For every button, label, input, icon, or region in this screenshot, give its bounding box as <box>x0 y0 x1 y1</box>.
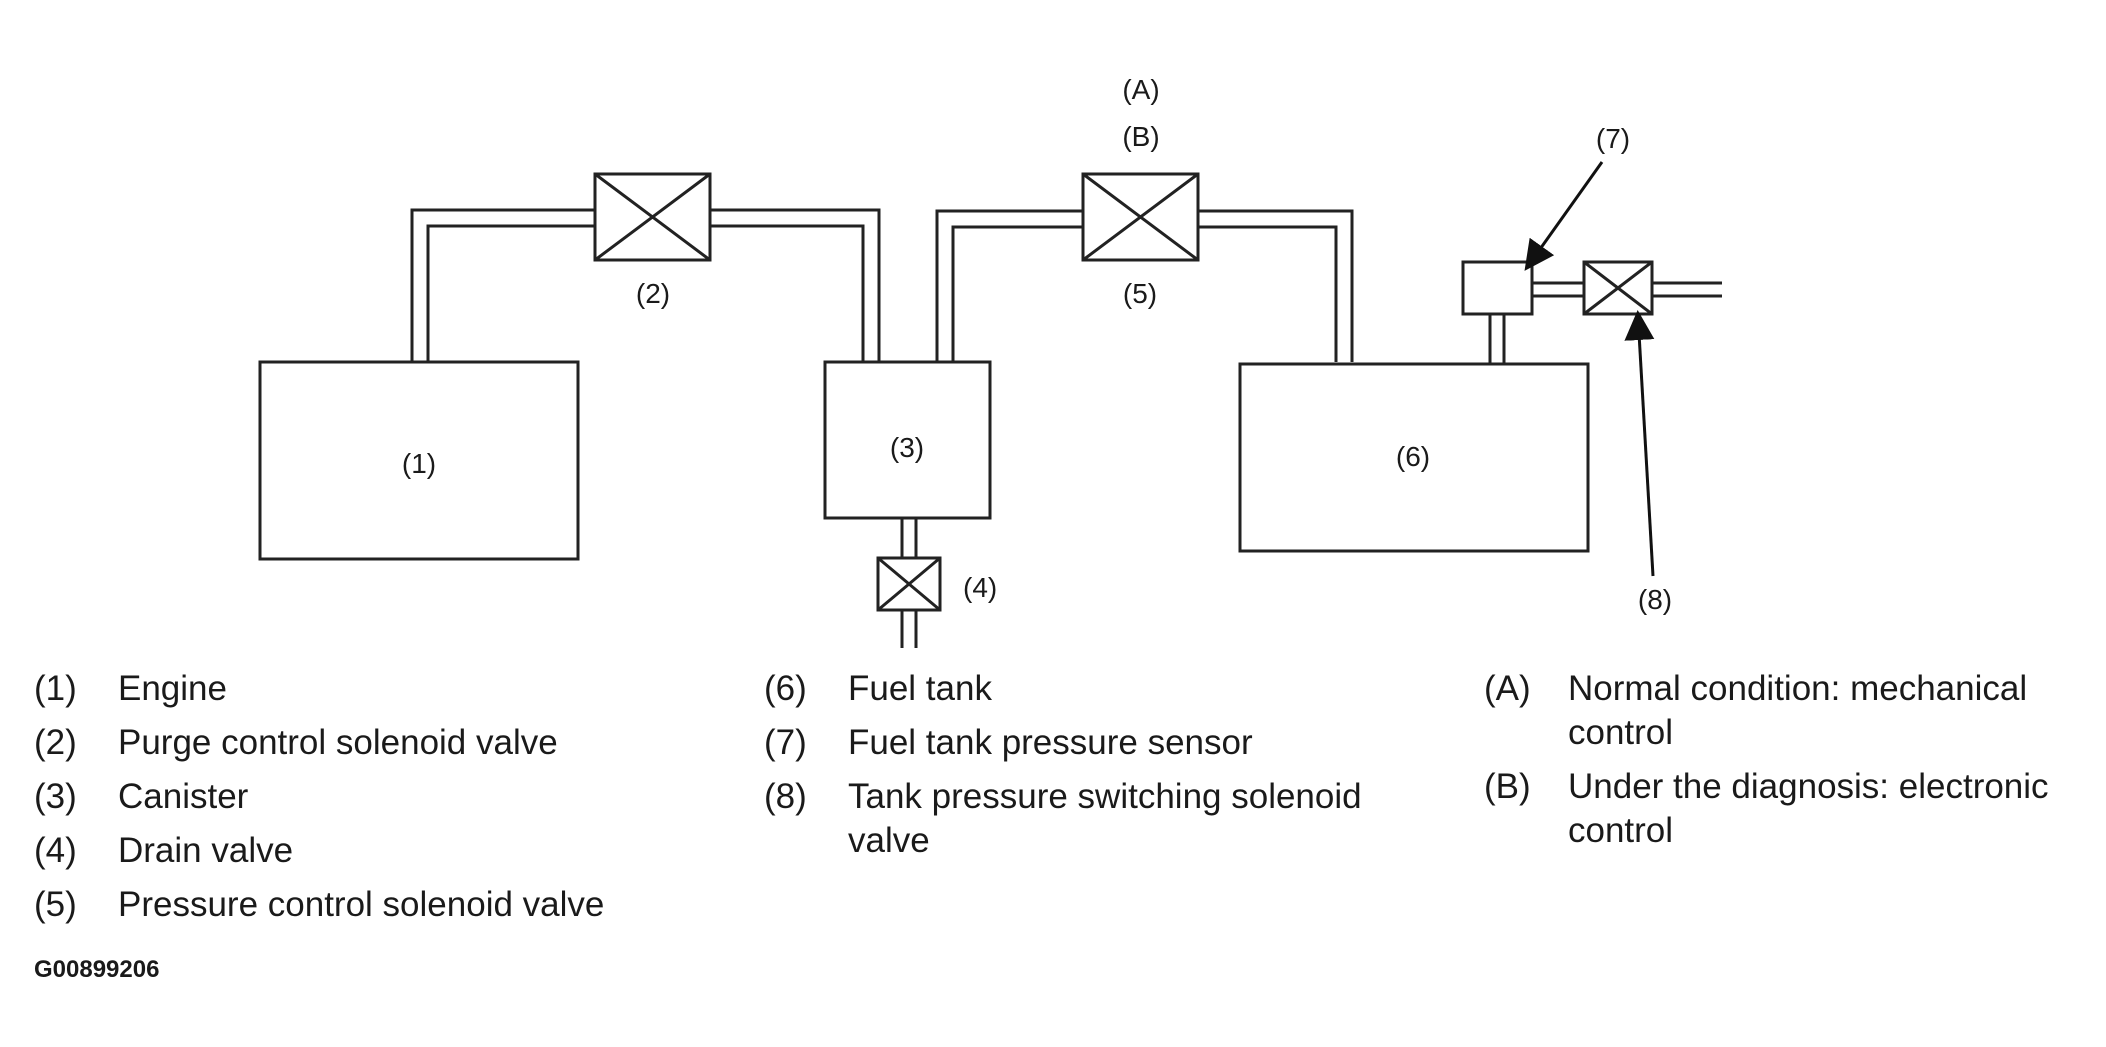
legend-text: Under the diagnosis: electronic control <box>1568 767 2049 850</box>
legend-item-condition-a: (A) Normal condition: mechanical control <box>1484 667 2064 755</box>
pipe-drain <box>900 518 918 648</box>
legend-key: (5) <box>34 885 77 924</box>
legend-item-purge-valve: (2) Purge control solenoid valve <box>34 721 734 765</box>
legend-item-fuel-tank: (6) Fuel tank <box>764 667 1434 711</box>
legend-item-pressure-sensor: (7) Fuel tank pressure sensor <box>764 721 1434 765</box>
legend-column-3: (A) Normal condition: mechanical control… <box>1484 667 2064 863</box>
pressure-sensor-label: (7) <box>1596 123 1630 154</box>
pipe-tank-sensor <box>1488 314 1506 364</box>
legend-item-engine: (1) Engine <box>34 667 734 711</box>
fuel-tank-box <box>1238 362 1590 553</box>
legend-key: (7) <box>764 723 807 762</box>
legend-text: Fuel tank <box>848 669 992 708</box>
engine-label: (1) <box>402 448 436 479</box>
pressure-valve-label: (5) <box>1123 278 1157 309</box>
legend-text: Engine <box>118 669 227 708</box>
drain-valve <box>876 556 942 612</box>
legend-text: Pressure control solenoid valve <box>118 885 605 924</box>
legend-key: (8) <box>764 777 807 816</box>
legend-item-switching-valve: (8) Tank pressure switching solenoid val… <box>764 775 1434 863</box>
legend-item-canister: (3) Canister <box>34 775 734 819</box>
figure-id: G00899206 <box>34 956 160 983</box>
purge-valve-label: (2) <box>636 278 670 309</box>
legend-item-pressure-valve: (5) Pressure control solenoid valve <box>34 883 734 927</box>
condition-b-label: (B) <box>1122 121 1159 152</box>
switching-valve-label: (8) <box>1638 584 1672 615</box>
pipe-sensor-switching <box>1532 281 1722 298</box>
condition-a-label: (A) <box>1122 74 1159 105</box>
purge-control-solenoid-valve <box>593 172 712 262</box>
fuel-tank-label: (6) <box>1396 441 1430 472</box>
engine-box <box>258 360 580 561</box>
legend-item-condition-b: (B) Under the diagnosis: electronic cont… <box>1484 765 2064 853</box>
legend-text: Purge control solenoid valve <box>118 723 558 762</box>
pipe-canister-tank <box>935 209 1354 362</box>
legend-text: Drain valve <box>118 831 294 870</box>
legend-text: Normal condition: mechanical control <box>1568 669 2028 752</box>
legend-key: (B) <box>1484 767 1531 806</box>
legend-key: (1) <box>34 669 77 708</box>
pressure-control-solenoid-valve <box>1081 172 1200 262</box>
legend-key: (A) <box>1484 669 1531 708</box>
legend-column-1: (1) Engine (2) Purge control solenoid va… <box>34 667 734 937</box>
legend-key: (3) <box>34 777 77 816</box>
switching-valve-pointer-arrow <box>1624 310 1655 577</box>
legend-column-2: (6) Fuel tank (7) Fuel tank pressure sen… <box>764 667 1434 873</box>
legend-key: (6) <box>764 669 807 708</box>
canister-box <box>823 360 992 520</box>
legend-text: Tank pressure switching solenoid valve <box>848 777 1362 860</box>
legend-key: (2) <box>34 723 77 762</box>
legend-text: Canister <box>118 777 249 816</box>
tank-pressure-switching-solenoid-valve <box>1582 260 1654 316</box>
legend-key: (4) <box>34 831 77 870</box>
legend-text: Fuel tank pressure sensor <box>848 723 1253 762</box>
evap-system-diagram: (1) (2) (3) (4) (A) (B) (5) (6) (7) (8) <box>258 74 1722 648</box>
drain-valve-label: (4) <box>963 572 997 603</box>
canister-label: (3) <box>890 432 924 463</box>
sensor-pointer-arrow <box>1524 161 1604 271</box>
pressure-sensor-box <box>1461 260 1534 316</box>
legend-item-drain-valve: (4) Drain valve <box>34 829 734 873</box>
pipe-engine-canister <box>410 208 881 362</box>
